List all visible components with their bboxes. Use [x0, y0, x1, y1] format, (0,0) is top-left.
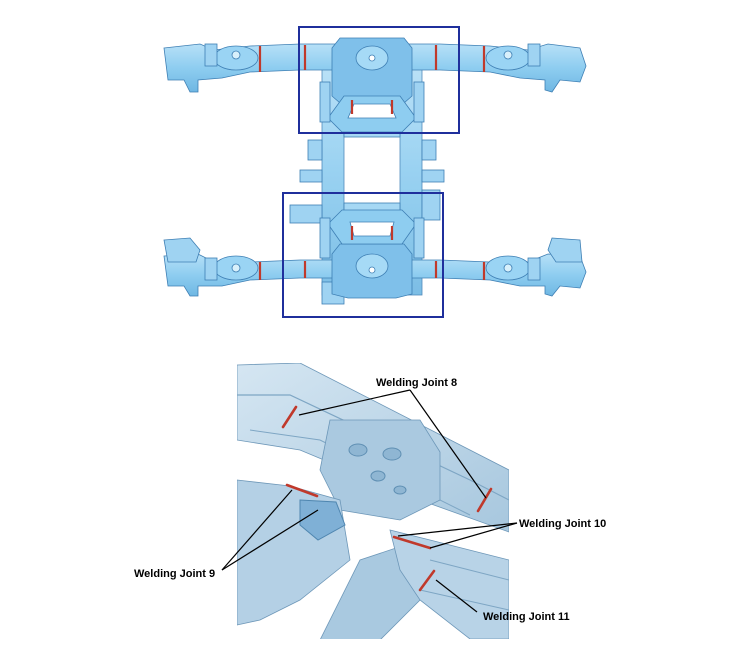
- weld-seams-plan: [258, 45, 486, 280]
- weld-seam-8a: [281, 405, 298, 429]
- welding-joint-detail-view: [237, 363, 509, 639]
- weld-seam-10: [392, 535, 432, 550]
- welding-joint-11-label: Welding Joint 11: [483, 611, 570, 623]
- weld-seam-9: [285, 483, 319, 498]
- welding-joint-8-label: Welding Joint 8: [376, 377, 457, 389]
- weld-seam-8b: [476, 487, 493, 513]
- lower-cross-beam: [163, 209, 587, 299]
- upper-detail-highlight-box: [298, 26, 460, 134]
- upper-cross-beam: [163, 37, 587, 133]
- lower-detail-highlight-box: [282, 192, 444, 318]
- weld-seams-detail: [281, 405, 493, 592]
- bogie-frame-plan-view: [163, 37, 587, 305]
- welding-joint-10-label: Welding Joint 10: [519, 518, 606, 530]
- callout-lines: [221, 389, 518, 613]
- welding-joint-9-label: Welding Joint 9: [134, 568, 215, 580]
- weld-seam-11: [418, 569, 436, 592]
